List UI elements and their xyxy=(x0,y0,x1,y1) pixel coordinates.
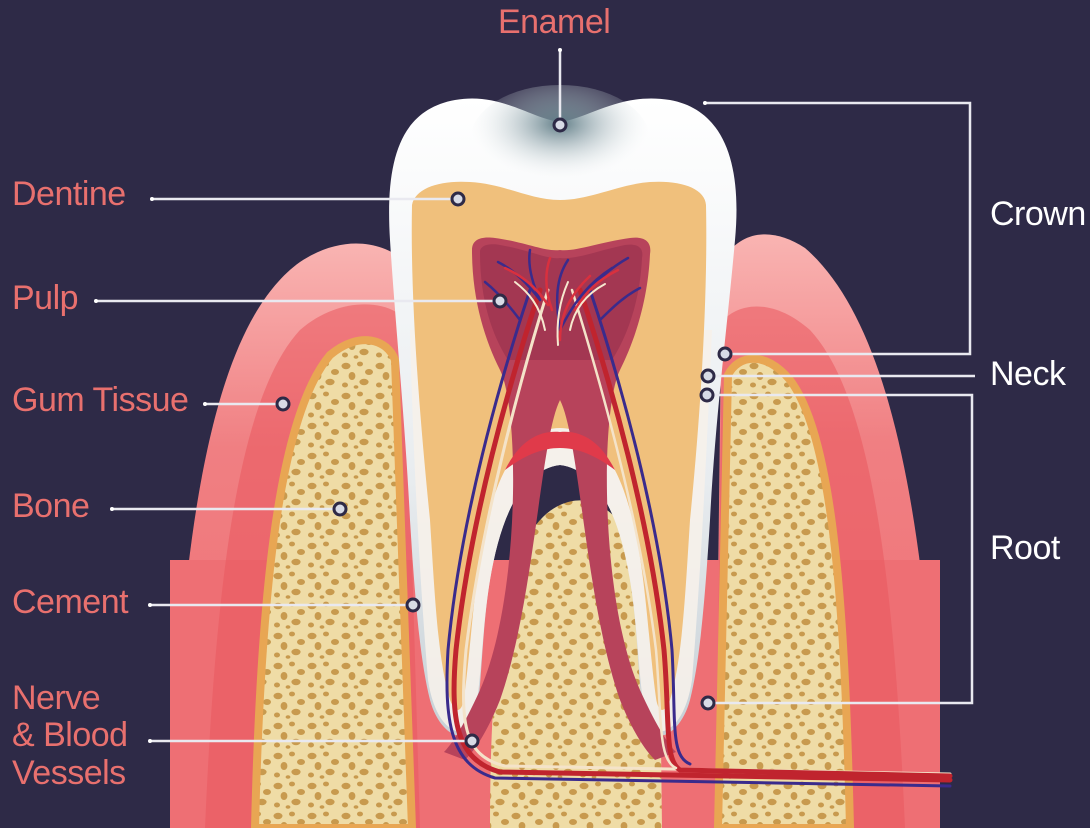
label-nerve-line2: & Blood xyxy=(12,717,128,754)
label-dentine: Dentine xyxy=(12,176,126,213)
label-nerve-line1: Nerve xyxy=(12,680,128,717)
label-nerve-line3: Vessels xyxy=(12,755,128,792)
label-gum-tissue: Gum Tissue xyxy=(12,382,188,419)
label-bone: Bone xyxy=(12,488,89,525)
label-crown: Crown xyxy=(990,196,1086,233)
label-neck: Neck xyxy=(990,356,1065,393)
label-enamel: Enamel xyxy=(498,4,610,41)
label-pulp: Pulp xyxy=(12,280,78,317)
label-cement: Cement xyxy=(12,584,128,621)
label-root: Root xyxy=(990,530,1060,567)
label-nerve-blood-vessels: Nerve & Blood Vessels xyxy=(12,680,128,792)
